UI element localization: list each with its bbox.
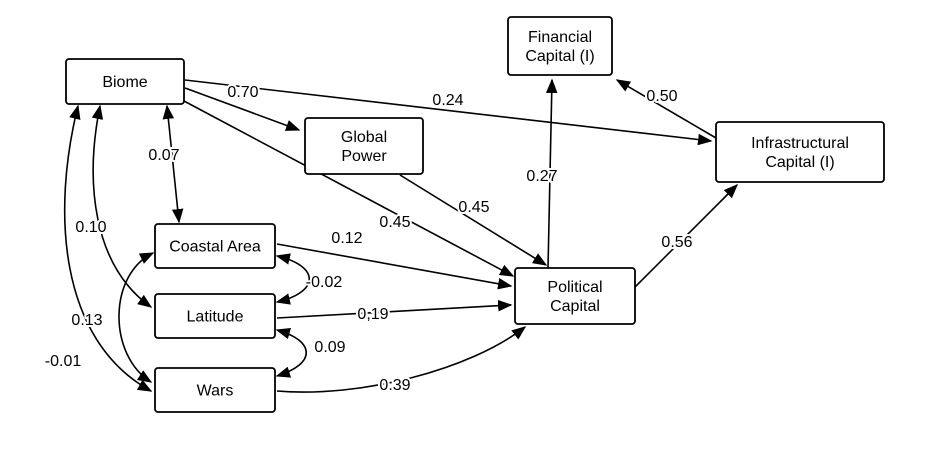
edge-biome-to-infrastructural (184, 79, 713, 146)
edge-label-latitude-with-wars: 0.09 (314, 339, 345, 356)
edge-coastal-area-to-political (276, 243, 513, 290)
node-box-latitude (154, 293, 276, 339)
edge-label-layer: 0.70 0.24 0.50 0.45 0.45 0.27 0.56 0.12 0,19 0.39… (43, 82, 695, 396)
node-box-coastal-area (154, 223, 276, 269)
edge-label-infrastructural-to-financial: 0.50 (646, 88, 677, 105)
edge-layer (63, 78, 739, 393)
node-box-global-power (304, 117, 424, 175)
edge-label-wars-to-political: 0.39 (379, 377, 410, 394)
edge-label-coastal-area-to-political: 0.12 (331, 230, 362, 247)
edge-biome-to-political (183, 100, 515, 277)
edge-label-biome-with-coastal-area: 0.07 (148, 147, 179, 164)
edge-biome-with-coastal-area (162, 104, 184, 224)
node-box-political (514, 267, 636, 325)
edge-coastal-area-with-latitude (275, 253, 310, 305)
node-biome: Biome (65, 58, 185, 105)
edge-label-biome-to-political: 0.45 (379, 214, 410, 231)
edge-label-latitude-to-political: 0,19 (357, 306, 388, 323)
node-box-biome (65, 58, 185, 105)
edge-label-global-power-to-political: 0.45 (458, 199, 489, 216)
edge-infrastructural-to-financial (615, 79, 717, 139)
node-latitude: Latitude (154, 293, 276, 339)
edge-label-political-to-infrastructural: 0.56 (661, 234, 692, 251)
edge-label-political-to-financial: 0.27 (526, 168, 557, 185)
edge-latitude-with-wars (275, 327, 307, 378)
edge-label-coastal-area-with-latitude: -0.02 (306, 274, 343, 291)
edge-label-biome-to-infrastructural: 0.24 (432, 92, 463, 109)
edge-biome-to-global-power (184, 87, 301, 131)
edge-political-to-infrastructural (634, 183, 739, 288)
edge-latitude-to-political (276, 299, 513, 319)
node-wars: Wars (154, 367, 276, 413)
node-box-wars (154, 367, 276, 413)
edge-global-power-to-political (399, 174, 548, 266)
edge-label-biome-with-latitude: 0.10 (75, 219, 106, 236)
node-label-latitude: Latitude (187, 309, 244, 326)
edge-label-biome-with-wars: -0.01 (45, 353, 82, 370)
edge-label-coastal-area-with-wars: 0.13 (71, 312, 102, 329)
node-box-financial (507, 16, 613, 76)
node-box-infrastructural (715, 121, 885, 183)
node-coastal-area: Coastal Area (154, 223, 276, 269)
node-label-biome: Biome (102, 74, 147, 91)
edge-biome-with-latitude (91, 104, 153, 308)
node-label-wars: Wars (197, 383, 234, 400)
edge-biome-with-wars (63, 104, 153, 392)
edge-political-to-financial (545, 78, 558, 269)
edge-label-biome-to-global-power: 0.70 (227, 84, 258, 101)
edge-wars-to-political (276, 326, 527, 393)
node-label-coastal-area: Coastal Area (169, 239, 261, 256)
edge-coastal-area-with-wars (118, 252, 155, 383)
